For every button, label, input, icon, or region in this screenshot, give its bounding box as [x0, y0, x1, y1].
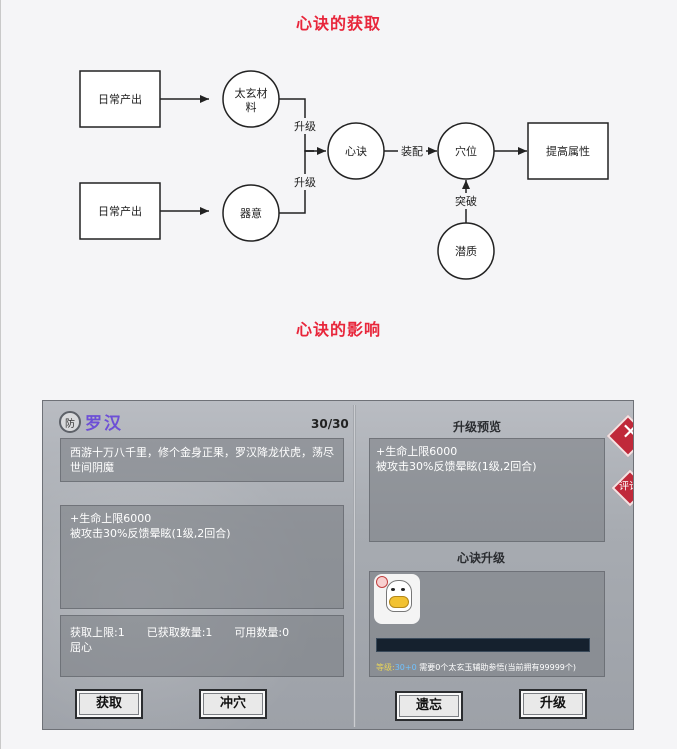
- node-potential-label: 潜质: [455, 244, 477, 258]
- level-label: 等级:: [376, 663, 395, 672]
- node-result-label: 提高属性: [546, 144, 590, 158]
- node-source-top: [79, 70, 161, 128]
- stats-line: 获取上限:1 已获取数量:1 可用数量:0: [70, 626, 290, 639]
- mind-title: 罗汉: [85, 414, 123, 434]
- edge-equip-label: 装配: [401, 145, 423, 158]
- upgrade-button[interactable]: 升级: [519, 689, 587, 719]
- level-value: 30+0: [394, 663, 417, 672]
- edge-breakthrough-label-bg: [452, 193, 480, 209]
- acquire-button[interactable]: 获取: [75, 689, 143, 719]
- node-source-bottom-label: 日常产出: [98, 204, 142, 218]
- preview-line-1: +生命上限6000: [376, 445, 458, 458]
- emblem-label: 防: [65, 419, 75, 430]
- node-material-bottom-label: 器意: [240, 206, 262, 220]
- panel-divider: [353, 405, 356, 727]
- preview-line-2: 被攻击30%反馈晕眩(1级,2回合): [376, 460, 537, 473]
- stats-box: 获取上限:1 已获取数量:1 可用数量:0 屈心: [60, 615, 344, 677]
- effect-line-1: +生命上限6000: [70, 512, 152, 525]
- node-mind-label: 心诀: [345, 145, 367, 158]
- defense-emblem-icon: 防: [59, 411, 81, 433]
- node-material-top-line1: 太玄材: [235, 86, 268, 100]
- level-info: 等级:30+0 需要0个太玄玉辅助参悟(当前拥有99999个): [376, 660, 576, 675]
- preview-title: 升级预览: [453, 420, 502, 434]
- comment-button[interactable]: 评论: [611, 469, 634, 507]
- page-border: [0, 0, 1, 749]
- effect-line-2: 被攻击30%反馈晕眩(1级,2回合): [70, 527, 231, 540]
- edge-equip-label-bg: [398, 143, 426, 159]
- close-icon: ✕: [621, 419, 634, 445]
- description-text: 西游十万八千里，修个金身正果，罗汉降龙伏虎，荡尽世间阴魔: [70, 446, 334, 474]
- forget-button[interactable]: 遗忘: [395, 691, 463, 721]
- breakthrough-button[interactable]: 冲穴: [199, 689, 267, 719]
- level-note: 需要0个太玄玉辅助参悟(当前拥有99999个): [419, 663, 577, 672]
- edge-upgrade-bottom-label: 升级: [294, 176, 316, 189]
- close-button[interactable]: ✕: [606, 414, 634, 458]
- upgrade-box: 等级:30+0 需要0个太玄玉辅助参悟(当前拥有99999个): [369, 571, 605, 677]
- description-box: 西游十万八千里，修个金身正果，罗汉降龙伏虎，荡尽世间阴魔: [60, 438, 344, 482]
- duck-sticker-icon: [374, 574, 420, 624]
- flow-diagram: 日常产出 日常产出 太玄材 料 器意 升级 升级 心诀 装配 穴位 提高属性 突…: [79, 70, 609, 280]
- effect-box: +生命上限6000 被攻击30%反馈晕眩(1级,2回合): [60, 505, 344, 609]
- comment-label: 评论: [618, 481, 634, 493]
- edge-breakthrough-label: 突破: [455, 194, 477, 208]
- node-acupoint-label: 穴位: [455, 144, 477, 158]
- edge-upgrade-top-label: 升级: [294, 120, 316, 133]
- node-potential: [437, 222, 495, 280]
- edge-upgrade-bottom-label-bg: [292, 174, 318, 190]
- mind-count: 30/30: [311, 417, 349, 431]
- node-material-top-line2: 料: [246, 100, 257, 114]
- stats-note: 屈心: [70, 641, 92, 654]
- node-source-top-label: 日常产出: [98, 92, 142, 106]
- upgrade-title: 心诀升级: [457, 551, 506, 565]
- edge-upgrade-top-label-bg: [292, 118, 318, 134]
- game-screenshot: 防 罗汉 30/30 西游十万八千里，修个金身正果，罗汉降龙伏虎，荡尽世间阴魔 …: [42, 400, 634, 730]
- node-source-bottom: [79, 182, 161, 240]
- heading-effect: 心诀的影响: [295, 320, 381, 339]
- preview-box: +生命上限6000 被攻击30%反馈晕眩(1级,2回合): [369, 438, 605, 542]
- node-result: [527, 122, 609, 180]
- heading-acquire: 心诀的获取: [295, 14, 381, 33]
- upgrade-progress-bar: [376, 638, 590, 652]
